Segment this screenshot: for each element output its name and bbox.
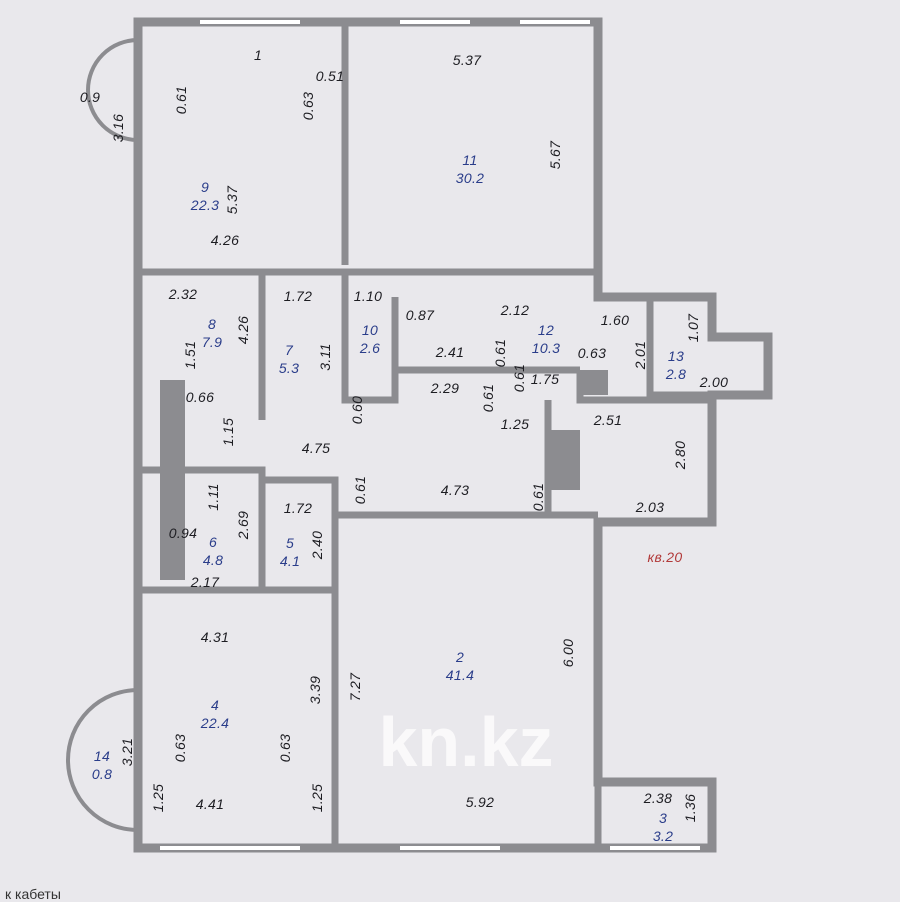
bay-window-bottom bbox=[66, 688, 139, 832]
room-number: 10 bbox=[361, 322, 379, 338]
dimension-label: 0.61 bbox=[492, 338, 508, 368]
dimension-label: 4.73 bbox=[440, 482, 470, 498]
dimension-label: 4.41 bbox=[195, 796, 225, 812]
dimension-label: 4.75 bbox=[301, 440, 331, 456]
dimension-label: 6.00 bbox=[560, 638, 576, 668]
dimension-label: 1.07 bbox=[685, 313, 701, 343]
room-number: 8 bbox=[207, 316, 217, 332]
dimension-label: 2.12 bbox=[500, 302, 530, 318]
dimension-label: 0.61 bbox=[173, 85, 189, 115]
room-number: 3 bbox=[658, 810, 668, 826]
room-area: 0.8 bbox=[91, 766, 113, 782]
dimension-label: 0.61 bbox=[530, 482, 546, 512]
dimension-label: 1.11 bbox=[205, 483, 221, 511]
dimension-label: 0.63 bbox=[300, 91, 316, 121]
footer-text: к кабеты bbox=[5, 886, 61, 902]
dimension-label: 5.37 bbox=[224, 185, 240, 215]
dimension-label: 1.72 bbox=[283, 500, 313, 516]
dimension-label: 0.61 bbox=[352, 475, 368, 505]
room-area: 22.4 bbox=[200, 715, 230, 731]
room-area: 7.9 bbox=[201, 334, 223, 350]
dimension-label: 2.03 bbox=[635, 499, 665, 515]
room-number: 9 bbox=[200, 179, 210, 195]
room-number: 14 bbox=[93, 748, 111, 764]
room-number: 12 bbox=[537, 322, 555, 338]
dimension-label: 0.9 bbox=[79, 89, 101, 105]
dimension-label: 2.32 bbox=[168, 286, 198, 302]
dimension-label: 2.00 bbox=[699, 374, 729, 390]
room-area: 4.1 bbox=[279, 553, 301, 569]
dimension-label: 2.01 bbox=[632, 340, 648, 370]
dimension-label: 2.41 bbox=[435, 344, 465, 360]
apartment-label: кв.20 bbox=[647, 549, 683, 565]
dimension-label: 1.36 bbox=[682, 793, 698, 823]
room-area: 22.3 bbox=[190, 197, 220, 213]
dimension-label: 0.63 bbox=[172, 733, 188, 763]
room-area: 10.3 bbox=[531, 340, 561, 356]
windows bbox=[160, 20, 700, 850]
dimension-label: 0.51 bbox=[315, 68, 345, 84]
dimension-label: 2.69 bbox=[235, 510, 251, 540]
dimension-label: 4.26 bbox=[235, 315, 251, 345]
room-area: 30.2 bbox=[455, 170, 485, 186]
dimension-label: 2.40 bbox=[309, 530, 325, 560]
dimension-label: 0.94 bbox=[168, 525, 198, 541]
dimension-label: 2.17 bbox=[190, 574, 220, 590]
dimension-label: 0.63 bbox=[577, 345, 607, 361]
room-area: 41.4 bbox=[445, 667, 475, 683]
column bbox=[550, 430, 580, 490]
room-number: 2 bbox=[455, 649, 465, 665]
dimension-label: 2.80 bbox=[672, 440, 688, 470]
dimension-label: 3.21 bbox=[119, 737, 135, 767]
room-area: 4.8 bbox=[202, 552, 224, 568]
dimension-label: 0.87 bbox=[405, 307, 435, 323]
dimension-label: 3.11 bbox=[317, 343, 333, 371]
dimension-label: 0.66 bbox=[185, 389, 215, 405]
dimension-label: 4.26 bbox=[210, 232, 240, 248]
dimension-label: 1.25 bbox=[309, 783, 325, 813]
dimension-label: 2.51 bbox=[593, 412, 623, 428]
room-number: 4 bbox=[210, 697, 220, 713]
dimension-label: 1.51 bbox=[182, 340, 198, 370]
dimension-label: 5.37 bbox=[452, 52, 482, 68]
dimension-label: 5.67 bbox=[547, 140, 563, 170]
dimension-label: 1.25 bbox=[150, 783, 166, 813]
dimension-label: 1.60 bbox=[600, 312, 630, 328]
dimension-label: 1.75 bbox=[530, 371, 560, 387]
dimension-label: 7.27 bbox=[347, 672, 363, 702]
dimension-label: 2.29 bbox=[430, 380, 460, 396]
room-number: 11 bbox=[462, 152, 478, 168]
bay-window-top bbox=[86, 38, 139, 142]
dimension-label: 4.31 bbox=[200, 629, 230, 645]
room-area: 3.2 bbox=[652, 828, 674, 844]
room-number: 5 bbox=[285, 535, 295, 551]
room-number: 13 bbox=[667, 348, 685, 364]
room-number: 6 bbox=[208, 534, 218, 550]
dimension-label: 2.38 bbox=[643, 790, 673, 806]
room-number: 7 bbox=[284, 342, 294, 358]
dimension-label: 1.10 bbox=[353, 288, 383, 304]
room-area: 2.8 bbox=[665, 366, 687, 382]
dimension-label: 1 bbox=[253, 47, 263, 63]
dimension-label: 0.60 bbox=[349, 395, 365, 425]
dimension-label: 0.63 bbox=[277, 733, 293, 763]
dimension-label: 1.15 bbox=[220, 417, 236, 447]
dimension-label: 1.25 bbox=[500, 416, 530, 432]
room-area: 2.6 bbox=[359, 340, 381, 356]
column bbox=[160, 380, 185, 580]
dimension-label: 3.39 bbox=[307, 675, 323, 705]
watermark: kn.kz bbox=[378, 703, 554, 781]
column bbox=[582, 370, 608, 395]
dimension-label: 0.61 bbox=[480, 383, 496, 413]
room-area: 5.3 bbox=[278, 360, 300, 376]
dimension-label: 5.92 bbox=[465, 794, 495, 810]
dimension-label: 0.61 bbox=[511, 363, 527, 393]
dimension-label: 1.72 bbox=[283, 288, 313, 304]
dimension-label: 3.16 bbox=[110, 113, 126, 143]
